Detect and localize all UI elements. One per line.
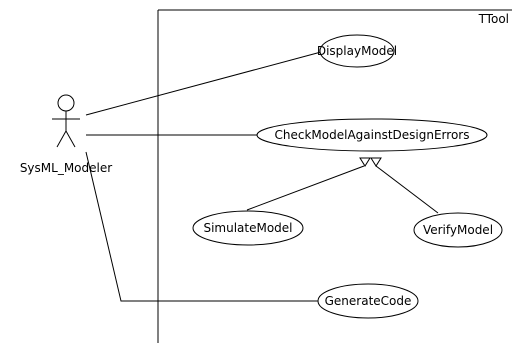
actor-right-leg	[65, 130, 76, 148]
use-case-verify-model[interactable]: VerifyModel	[413, 212, 503, 248]
use-case-display-model[interactable]: DisplayModel	[317, 34, 397, 68]
use-case-simulate-model-ellipse	[192, 210, 304, 246]
association-generate-code[interactable]	[85, 151, 318, 302]
use-case-generate-code-ellipse	[317, 283, 419, 319]
association-display-model[interactable]	[85, 51, 322, 116]
use-case-simulate-model[interactable]: SimulateModel	[192, 210, 304, 246]
generalization-arrowhead-left	[359, 157, 371, 167]
generalization-verify-model[interactable]	[375, 165, 439, 214]
use-case-generate-code-label: GenerateCode	[325, 294, 412, 308]
use-case-generate-code[interactable]: GenerateCode	[317, 283, 419, 319]
use-case-display-model-ellipse	[319, 34, 395, 68]
use-case-check-model-ellipse	[256, 118, 488, 152]
use-case-check-model-label: CheckModelAgainstDesignErrors	[275, 128, 470, 142]
actor-sysml-modeler[interactable]: SysML_Modeler	[20, 94, 112, 175]
use-case-simulate-model-label: SimulateModel	[203, 221, 292, 235]
use-case-check-model[interactable]: CheckModelAgainstDesignErrors	[256, 118, 488, 152]
generalization-simulate-model[interactable]	[246, 165, 365, 211]
actor-head	[57, 94, 75, 112]
actor-left-leg	[56, 130, 67, 148]
system-name: TTool	[478, 12, 509, 26]
use-case-display-model-label: DisplayModel	[317, 44, 397, 58]
use-case-verify-model-label: VerifyModel	[423, 223, 493, 237]
actor-name: SysML_Modeler	[20, 161, 112, 175]
system-boundary[interactable]: TTool	[157, 9, 512, 343]
generalization-arrowhead-right	[370, 157, 382, 167]
use-case-verify-model-ellipse	[413, 212, 503, 248]
